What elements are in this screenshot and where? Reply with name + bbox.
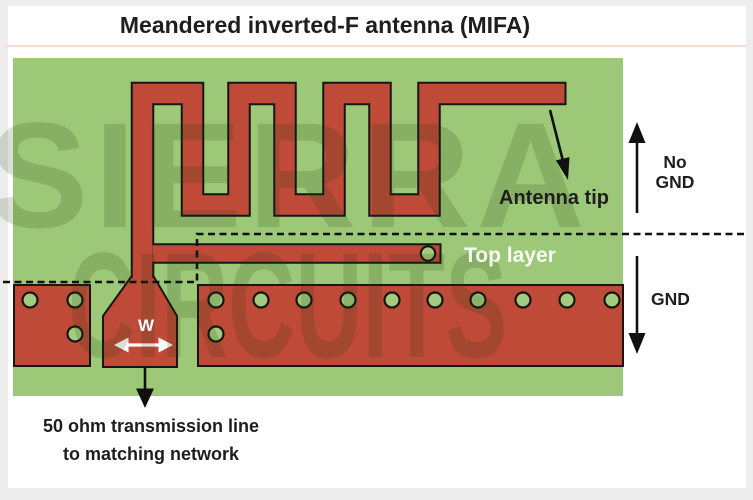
- no-gnd-label-line1: No: [663, 152, 687, 172]
- ground-plane: [197, 284, 624, 367]
- no-gnd-label-line2: GND: [655, 172, 695, 192]
- via: [514, 291, 532, 309]
- via: [469, 291, 487, 309]
- via: [339, 291, 357, 309]
- no-gnd-arrowhead: [628, 122, 646, 143]
- via: [21, 291, 39, 309]
- trace-width-arrowhead-right: [158, 337, 173, 353]
- feed-note-line2: to matching network: [62, 444, 239, 464]
- gnd-arrowhead: [628, 333, 646, 354]
- no-gnd-label: No GND: [645, 152, 705, 192]
- via: [252, 291, 270, 309]
- via: [426, 291, 444, 309]
- gnd-label: GND: [651, 289, 690, 309]
- via: [558, 291, 576, 309]
- trace-width-arrowhead-left: [114, 337, 129, 353]
- via: [295, 291, 313, 309]
- trace-width-label: W: [137, 316, 155, 335]
- antenna-tip-arrow-line: [548, 109, 565, 164]
- via: [66, 325, 84, 343]
- shorting-stub-trace: [152, 243, 442, 264]
- ground-boundary-dashed-line: [3, 232, 746, 284]
- antenna-tip-arrowhead: [555, 157, 570, 180]
- via-group: [21, 245, 621, 343]
- feed-note-label: 50 ohm transmission line to matching net…: [10, 412, 292, 468]
- antenna-tip-label: Antenna tip: [499, 187, 609, 209]
- meander-trace: [132, 83, 565, 278]
- top-layer-label: Top layer: [464, 244, 556, 267]
- stub-via: [419, 245, 437, 262]
- via: [207, 325, 225, 343]
- via: [603, 291, 621, 309]
- diagram-title: Meandered inverted-F antenna (MIFA): [119, 12, 531, 38]
- via: [383, 291, 401, 309]
- feed-note-line1: 50 ohm transmission line: [42, 416, 260, 436]
- title-divider-line: [5, 45, 746, 47]
- via: [207, 291, 225, 309]
- via: [66, 291, 84, 309]
- feed-arrowhead: [136, 388, 154, 408]
